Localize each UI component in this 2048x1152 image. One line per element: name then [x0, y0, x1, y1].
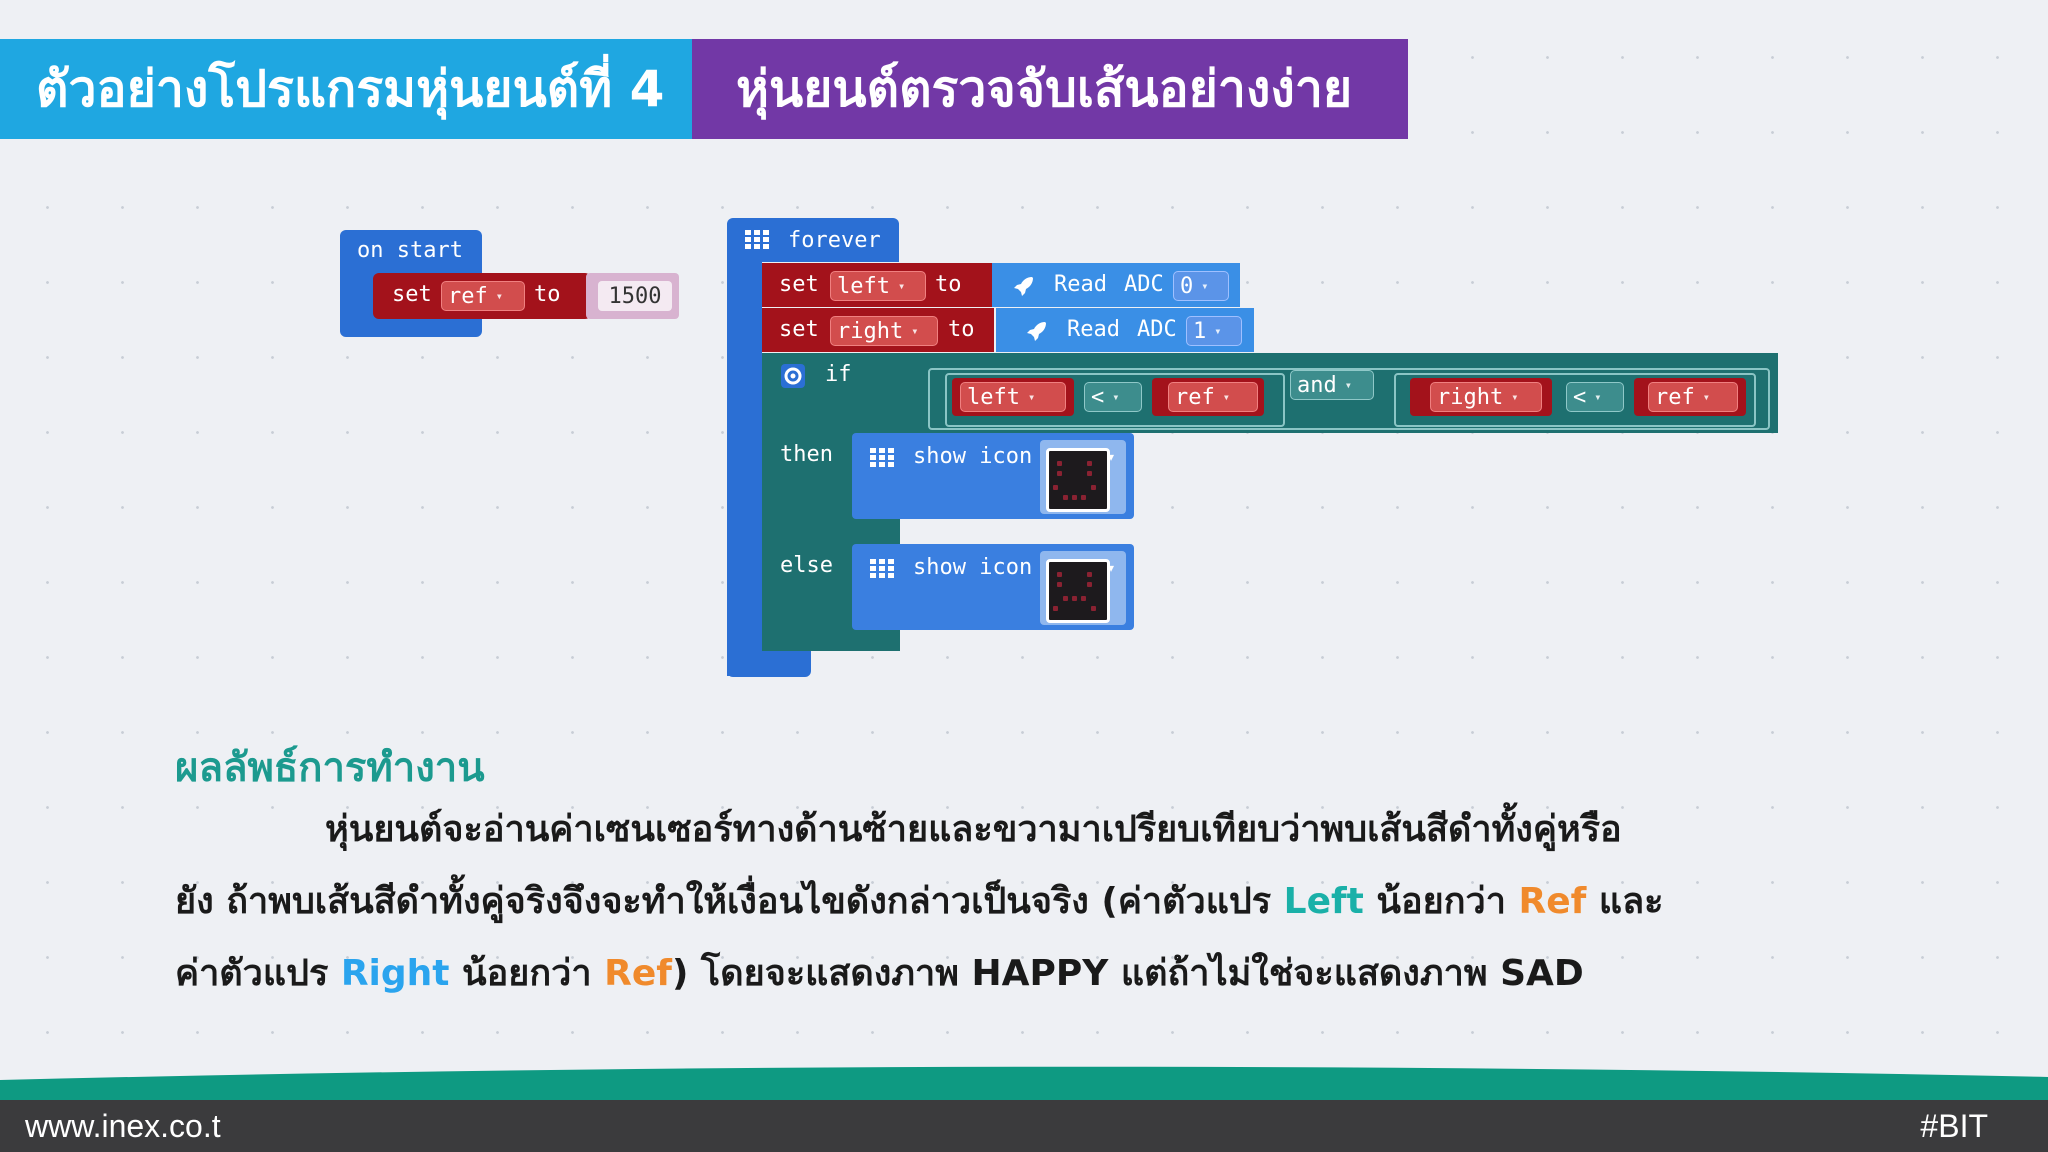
- to-label: to: [534, 282, 561, 307]
- adc-channel-0-text: 0: [1180, 273, 1194, 299]
- line2-text-c: และ: [1586, 881, 1664, 922]
- cond2-operator-dropdown[interactable]: <▾: [1566, 382, 1624, 412]
- chevron-down-icon: ▾: [1594, 390, 1602, 404]
- compare-left-block[interactable]: [945, 373, 1285, 427]
- cond2-ref-dropdown[interactable]: ref ▾: [1648, 382, 1738, 412]
- header-left-title: ตัวอย่างโปรแกรมหุ่นยนต์ที่ 4: [0, 39, 692, 139]
- right-variable-dropdown[interactable]: right ▾: [830, 316, 938, 346]
- chevron-down-icon: ▾: [1112, 390, 1120, 404]
- cond1-left-dropdown[interactable]: left ▾: [960, 382, 1066, 412]
- rocket-icon: [1024, 319, 1048, 343]
- cond2-right-text: right: [1437, 384, 1504, 410]
- set-label: set: [392, 282, 432, 307]
- left-variable-dropdown[interactable]: left ▾: [830, 271, 926, 301]
- chevron-down-icon: ▾: [1702, 390, 1710, 404]
- section-title: ผลลัพธ์การทำงาน: [175, 745, 485, 791]
- then-label: then: [780, 442, 833, 467]
- right-variable-text: right: [837, 318, 904, 344]
- read-label: Read: [1067, 317, 1120, 342]
- right-word: Right: [340, 953, 450, 994]
- chevron-down-icon: ▾: [897, 279, 906, 293]
- sad-face-icon: [1046, 559, 1110, 623]
- forever-label: forever: [788, 228, 881, 253]
- chevron-down-icon: ▾: [1108, 561, 1115, 575]
- on-start-block[interactable]: [340, 230, 482, 272]
- happy-face-icon: [1046, 448, 1110, 512]
- chevron-down-icon: ▾: [1222, 390, 1230, 404]
- chevron-down-icon: ▾: [1214, 324, 1222, 338]
- cond2-right-dropdown[interactable]: right ▾: [1430, 382, 1542, 412]
- adc-channel-1-text: 1: [1193, 318, 1207, 344]
- set-left-to-label: to: [935, 272, 962, 297]
- and-operator-dropdown[interactable]: and ▾: [1290, 370, 1374, 400]
- footer-bar: [0, 1100, 2048, 1152]
- grid-icon: [745, 230, 769, 250]
- cond2-ref-text: ref: [1655, 384, 1695, 410]
- footer-wave: [0, 1066, 2048, 1100]
- cond1-left-text: left: [967, 384, 1020, 410]
- chevron-down-icon: ▾: [1344, 378, 1352, 392]
- paragraph-line-3: ค่าตัวแปร Right น้อยกว่า Ref) โดยจะแสดงภ…: [175, 938, 1875, 1010]
- paragraph-line-2: ยัง ถ้าพบเส้นสีดำทั้งคู่จริงจึงจะทำให้เง…: [175, 866, 1875, 938]
- and-operator-text: and: [1297, 372, 1337, 398]
- settings-gear-icon[interactable]: [781, 364, 805, 388]
- adc-channel-0-dropdown[interactable]: 0▾: [1173, 271, 1229, 301]
- line3-text-a: ค่าตัวแปร: [175, 953, 341, 994]
- and-condition-block[interactable]: [928, 368, 1770, 430]
- adc-channel-1-dropdown[interactable]: 1▾: [1186, 316, 1242, 346]
- header-right-text: หุ่นยนต์ตรวจจับเส้นอย่างง่าย: [736, 59, 1353, 118]
- ref-variable-dropdown[interactable]: ref ▾: [441, 281, 525, 311]
- ref-value-input[interactable]: 1500: [598, 281, 672, 311]
- compare-right-block[interactable]: [1394, 373, 1756, 427]
- if-label: if: [825, 362, 852, 387]
- chevron-down-icon: ▾: [1027, 390, 1036, 404]
- ref-word-2: Ref: [604, 953, 672, 994]
- rocket-icon: [1011, 274, 1035, 298]
- line2-text-b: น้อยกว่า: [1363, 881, 1519, 922]
- ref-variable-text: ref: [448, 283, 488, 309]
- set-left-set-label: set: [779, 272, 819, 297]
- grid-icon: [870, 559, 894, 579]
- cond2-operator-text: <: [1573, 384, 1587, 410]
- line3-text-c: ) โดยจะแสดงภาพ HAPPY แต่ถ้าไม่ใช่จะแสดงภ…: [671, 953, 1584, 994]
- forever-left-bar: [727, 262, 762, 676]
- line2-text-a: ยัง ถ้าพบเส้นสีดำทั้งคู่จริงจึงจะทำให้เง…: [175, 881, 1284, 922]
- grid-icon: [870, 448, 894, 468]
- set-right-to-label: to: [948, 317, 975, 342]
- adc-label: ADC: [1124, 272, 1164, 297]
- cond1-ref-text: ref: [1175, 384, 1215, 410]
- chevron-down-icon: ▾: [495, 289, 503, 303]
- cond1-ref-dropdown[interactable]: ref ▾: [1168, 382, 1258, 412]
- read-label: Read: [1054, 272, 1107, 297]
- cond1-operator-dropdown[interactable]: <▾: [1084, 382, 1142, 412]
- header-left-text: ตัวอย่างโปรแกรมหุ่นยนต์ที่ 4: [36, 59, 665, 118]
- header-right-title: หุ่นยนต์ตรวจจับเส้นอย่างง่าย: [692, 39, 1408, 139]
- ref-word: Ref: [1518, 881, 1587, 922]
- chevron-down-icon: ▾: [1108, 450, 1115, 464]
- chevron-down-icon: ▾: [911, 324, 919, 338]
- footer-website: www.inex.co.t: [25, 1108, 221, 1144]
- on-start-label: on start: [357, 238, 463, 263]
- chevron-down-icon: ▾: [1511, 390, 1519, 404]
- show-icon-label: show icon: [913, 555, 1033, 580]
- paragraph-line-1: หุ่นยนต์จะอ่านค่าเซนเซอร์ทางด้านซ้ายและข…: [325, 809, 1622, 850]
- left-variable-text: left: [837, 273, 890, 299]
- chevron-down-icon: ▾: [1201, 279, 1209, 293]
- adc-label: ADC: [1137, 317, 1177, 342]
- left-word: Left: [1283, 881, 1364, 922]
- cond1-operator-text: <: [1091, 384, 1105, 410]
- line3-text-b: น้อยกว่า: [449, 953, 605, 994]
- footer-tag: #BIT: [1920, 1108, 1988, 1144]
- else-label: else: [780, 553, 833, 578]
- show-icon-label: show icon: [913, 444, 1033, 469]
- set-right-set-label: set: [779, 317, 819, 342]
